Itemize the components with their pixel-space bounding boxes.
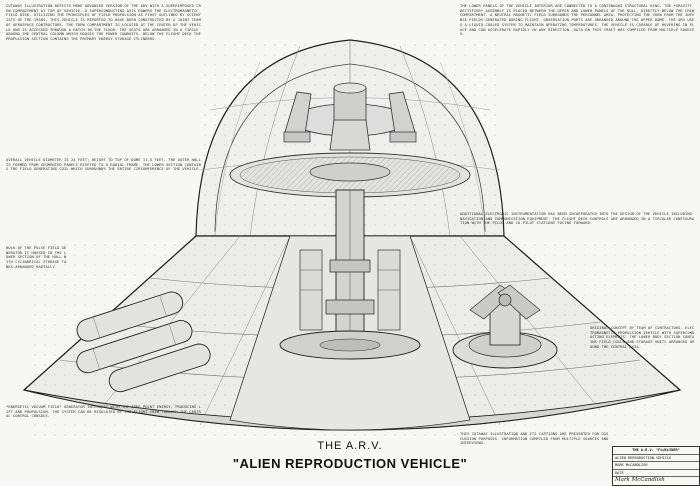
text-block-right-narrow: ORIGINAL CONCEPT BY TEAM OF CONTRACTORS.… [590, 326, 695, 349]
caption-title: THE A.R.V. [317, 440, 383, 452]
text-block-bottom-right: THIS CUTAWAY ILLUSTRATION AND ITS CAPTIO… [460, 432, 609, 446]
text-block-left-narrow: BULK OF THE PULSE FIELD GENERATOR IS HOU… [6, 246, 67, 269]
crew-seat-left [283, 91, 312, 143]
crew-seat-right [388, 91, 417, 143]
crew-compartment [229, 82, 471, 198]
illustration-caption: THE A.R.V. "ALIEN REPRODUCTION VEHICLE" [0, 440, 700, 471]
saucer-body [22, 235, 682, 436]
artist-signature: Mark McCandlish [615, 477, 665, 484]
title-block-subheading: ALIEN REPRODUCTION VEHICLE [613, 455, 699, 463]
title-block-artist: MARK McCANDLISH [613, 462, 699, 470]
cutaway-section [229, 189, 471, 431]
text-block-right-middle: ADDITIONAL ELECTRONIC INSTRUMENTATION HA… [460, 212, 695, 226]
text-block-top-right: THE LOWER PANELS OF THE VEHICLE INTERIOR… [460, 4, 695, 37]
title-block-heading: THE A.R.V. "FLUXLINER" [613, 447, 699, 455]
drawing-title-block: THE A.R.V. "FLUXLINER" ALIEN REPRODUCTIO… [612, 446, 700, 486]
storage-cylinders [76, 291, 211, 393]
text-block-left-middle: OVERALL VEHICLE DIAMETER IS 24 FEET; HEI… [6, 158, 201, 172]
title-block-date-label: DATE [615, 470, 624, 475]
drive-assembly [452, 284, 558, 369]
title-block-date-row: DATE [613, 470, 699, 478]
crew-seat-center [329, 119, 371, 151]
text-block-top-left: CUTAWAY ILLUSTRATION DEPICTS MORE ADVANC… [6, 4, 201, 41]
caption-subtitle: "ALIEN REPRODUCTION VEHICLE" [232, 456, 468, 471]
text-block-left-bottom: *ENERGETIC VACUUM FIELD* GENERATOR INTER… [6, 405, 201, 419]
